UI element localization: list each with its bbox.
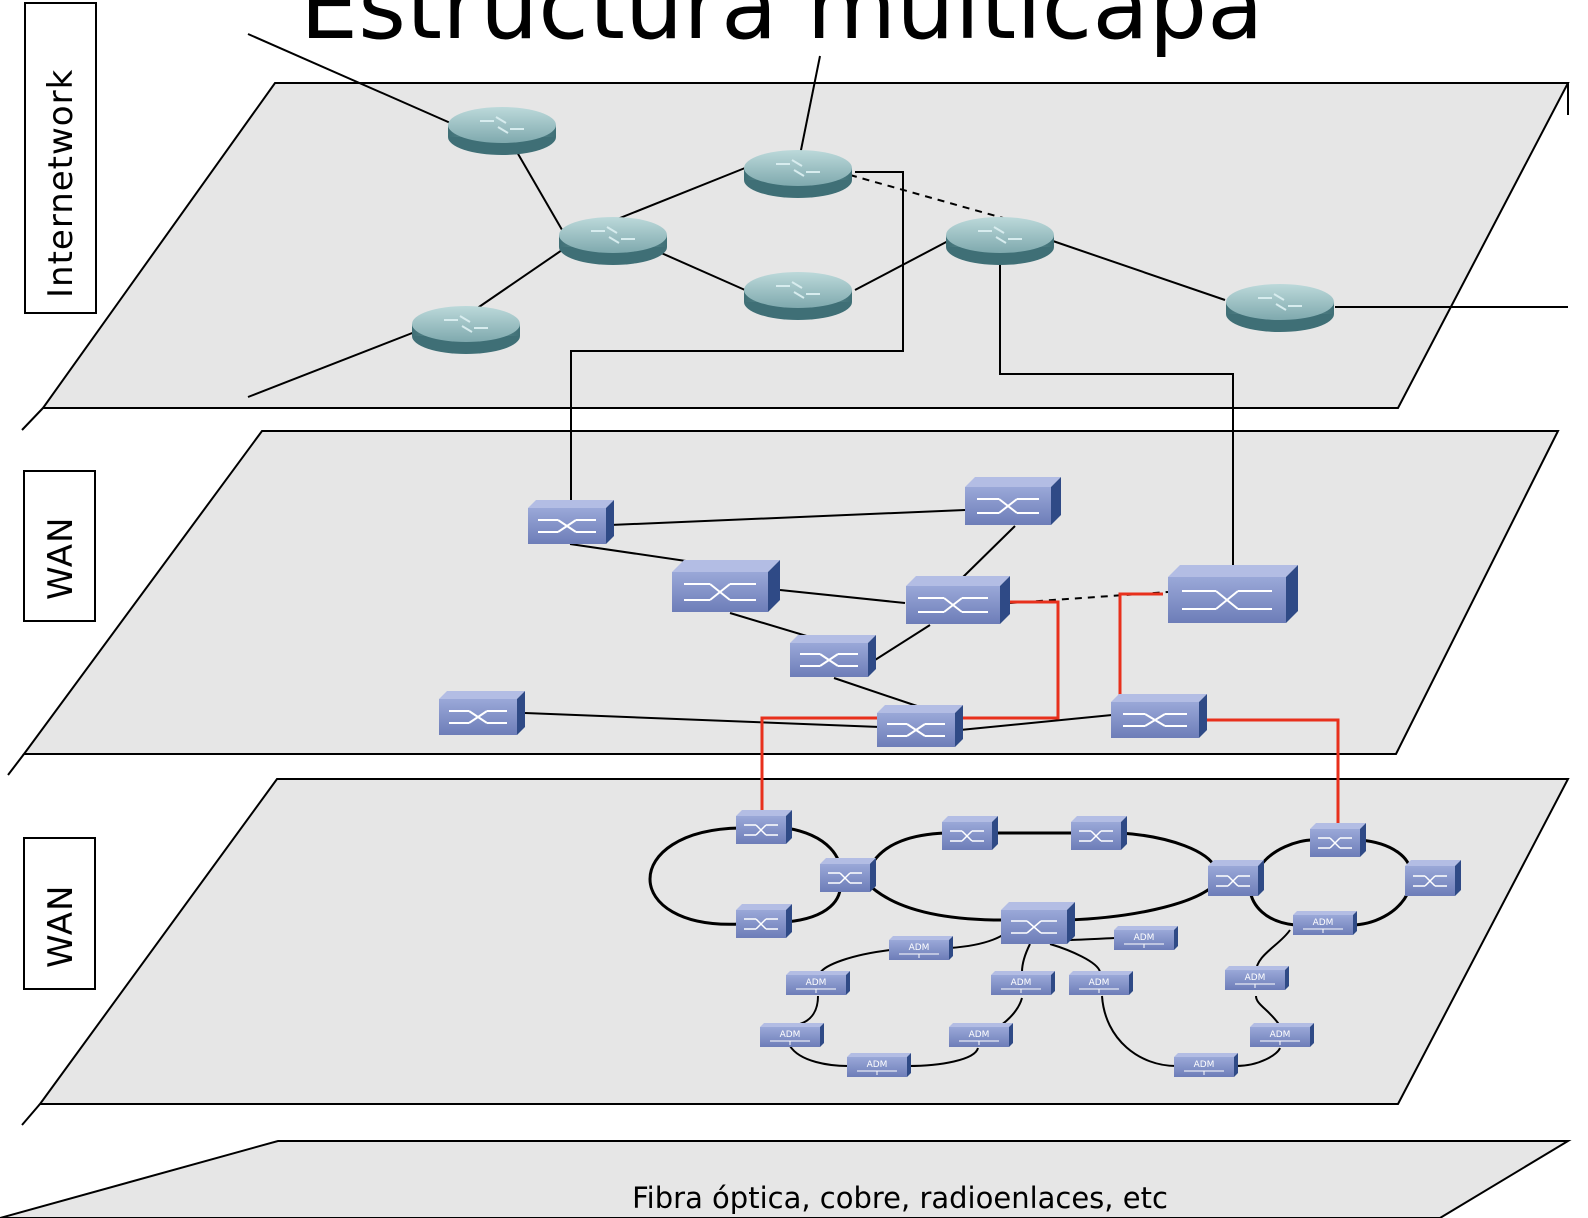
switch-icon[interactable]: [528, 500, 614, 544]
adm-icon[interactable]: ADM: [847, 1053, 911, 1077]
wan-label-1: WAN: [41, 517, 81, 600]
adm-label: ADM: [1245, 973, 1266, 983]
adm-label: ADM: [1134, 933, 1155, 943]
internetwork-label-box: [24, 2, 97, 314]
router-icon[interactable]: [412, 306, 520, 354]
adm-label: ADM: [806, 978, 827, 988]
router-icon[interactable]: [1226, 284, 1334, 332]
internetwork-label: Internetwork: [41, 69, 81, 298]
adm-icon[interactable]: ADM: [760, 1023, 824, 1047]
switch-icon[interactable]: [1168, 565, 1298, 623]
adm-icon[interactable]: ADM: [1225, 966, 1289, 990]
wan-label-box-1: [23, 470, 96, 622]
router-icon[interactable]: [744, 272, 852, 320]
switch-icon[interactable]: [820, 858, 876, 892]
switch-icon[interactable]: [1111, 694, 1207, 738]
adm-icon[interactable]: ADM: [889, 936, 953, 960]
adm-label: ADM: [1194, 1060, 1215, 1070]
adm-label: ADM: [1011, 978, 1032, 988]
router-icon[interactable]: [946, 217, 1054, 265]
adm-icon[interactable]: ADM: [1293, 911, 1357, 935]
switch-icon[interactable]: [906, 576, 1010, 624]
switch-icon[interactable]: [965, 477, 1061, 525]
wan-label-box-2: [23, 837, 96, 990]
wan2-switches: [736, 810, 1461, 944]
adm-icon[interactable]: ADM: [1069, 971, 1133, 995]
adm-icon[interactable]: ADM: [1250, 1023, 1314, 1047]
physical-plane: [0, 1140, 1572, 1218]
page-title: Estructura multicapa: [300, 0, 1264, 60]
adm-label: ADM: [1089, 978, 1110, 988]
adm-icon[interactable]: ADM: [949, 1023, 1013, 1047]
wan1-switches: [439, 477, 1298, 747]
layer-planes: [0, 82, 1572, 1218]
switch-icon[interactable]: [1071, 816, 1127, 850]
adm-label: ADM: [909, 943, 930, 953]
switch-icon[interactable]: [877, 705, 963, 747]
switch-icon[interactable]: [439, 691, 525, 735]
routers: [412, 107, 1334, 354]
switch-icon[interactable]: [672, 560, 780, 612]
switch-icon[interactable]: [1208, 860, 1264, 896]
switch-icon[interactable]: [736, 810, 792, 844]
wan-plane-2: [38, 778, 1570, 1105]
adm-label: ADM: [1270, 1030, 1291, 1040]
layer-labels: Internetwork WAN WAN: [23, 2, 97, 990]
adm-devices: ADM ADM ADM ADM ADM: [760, 911, 1357, 1077]
router-icon[interactable]: [448, 107, 556, 155]
adm-label: ADM: [1313, 918, 1334, 928]
switch-icon[interactable]: [942, 816, 998, 850]
adm-icon[interactable]: ADM: [1114, 926, 1178, 950]
wan-label-2: WAN: [41, 885, 81, 968]
physical-layer-label: Fibra óptica, cobre, radioenlaces, etc: [632, 1181, 1168, 1215]
switch-icon[interactable]: [790, 635, 876, 677]
adm-icon[interactable]: ADM: [991, 971, 1055, 995]
switch-icon[interactable]: [1405, 860, 1461, 896]
adm-label: ADM: [867, 1060, 888, 1070]
wan-plane-1: [22, 430, 1560, 755]
adm-label: ADM: [969, 1030, 990, 1040]
switch-icon[interactable]: [736, 904, 792, 938]
adm-icon[interactable]: ADM: [786, 971, 850, 995]
router-icon[interactable]: [744, 150, 852, 198]
switch-icon[interactable]: [1310, 823, 1366, 857]
router-icon[interactable]: [559, 217, 667, 265]
adm-icon[interactable]: ADM: [1174, 1053, 1238, 1077]
adm-label: ADM: [780, 1030, 801, 1040]
switch-icon[interactable]: [1001, 902, 1075, 944]
